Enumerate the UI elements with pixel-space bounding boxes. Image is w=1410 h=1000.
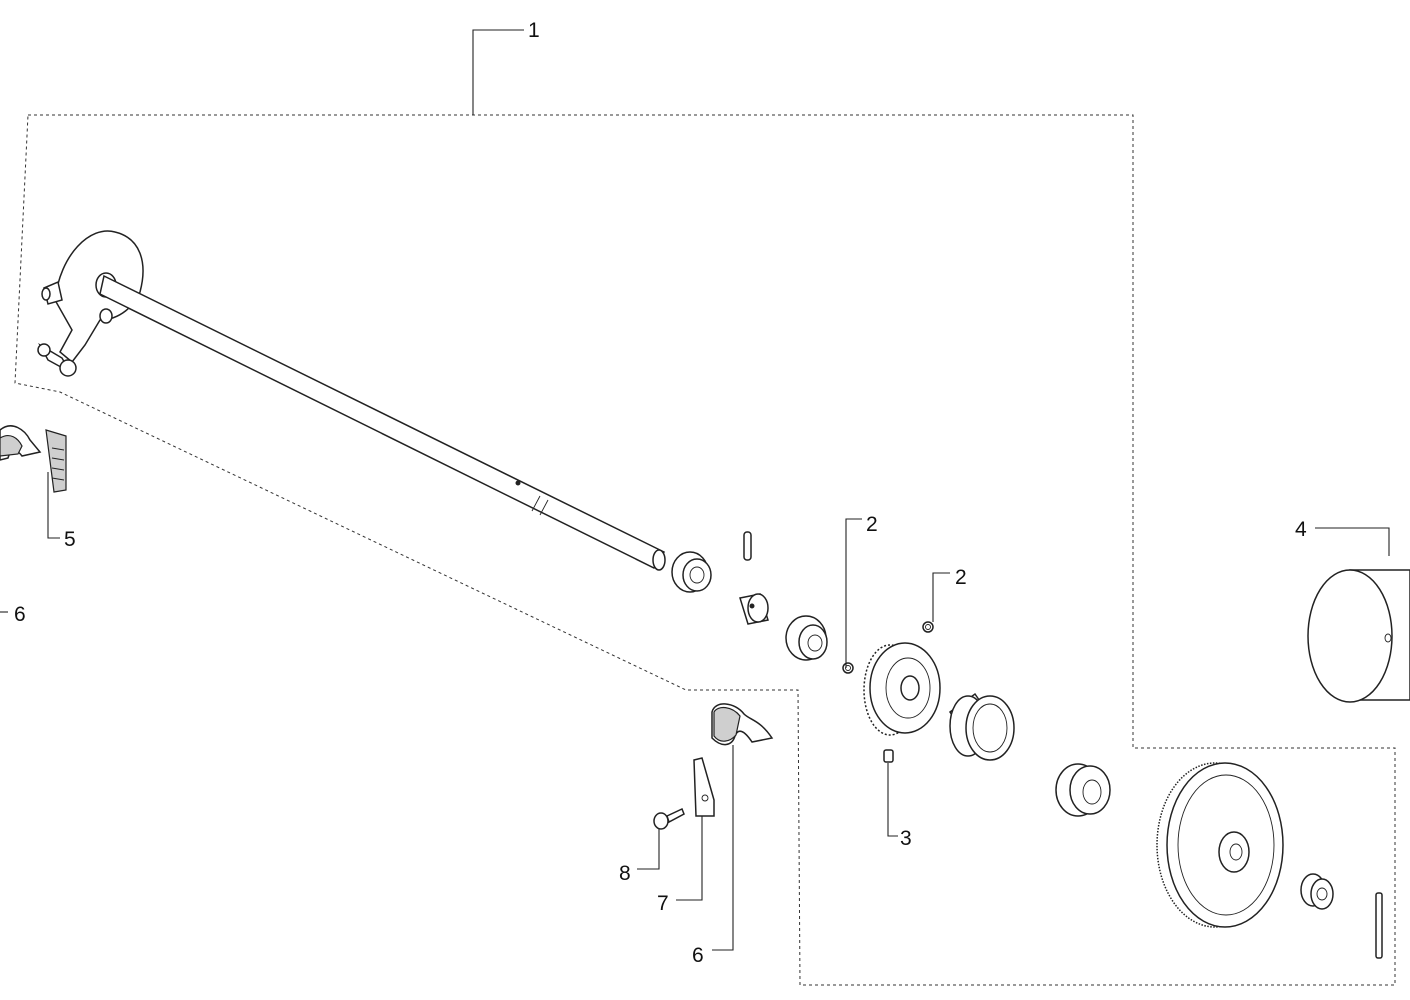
set-screw-3	[883, 749, 894, 763]
leader-4	[1315, 527, 1390, 556]
plate-partial	[45, 429, 67, 493]
callout-7: 7	[657, 892, 669, 915]
threaded-sleeve	[948, 692, 1015, 761]
shaft-bushing	[671, 551, 712, 593]
screw-8	[653, 807, 685, 830]
callout-2a: 2	[866, 513, 878, 536]
plate-7	[693, 757, 715, 817]
set-screw-2b	[922, 621, 934, 633]
handwheel	[1156, 762, 1284, 928]
callout-6: 6	[692, 944, 704, 967]
clip-bracket-6	[711, 703, 774, 746]
callout-2b: 2	[955, 566, 967, 589]
collar	[739, 593, 769, 625]
callout-8: 8	[619, 862, 631, 885]
toothed-pulley	[863, 642, 941, 736]
small-nut	[1300, 873, 1334, 910]
leader-5	[47, 472, 60, 539]
leader-3	[887, 763, 898, 837]
cover-cap	[1307, 569, 1410, 703]
clip-bracket-partial	[0, 425, 42, 461]
callout-6-left: 6	[14, 603, 26, 626]
leader-2b	[932, 572, 950, 622]
callout-1: 1	[528, 19, 540, 42]
dowel-pin	[743, 531, 752, 561]
assembly-boundary	[14, 114, 1396, 986]
leader-2a	[845, 518, 862, 668]
hub	[1055, 763, 1111, 817]
callout-5: 5	[64, 528, 76, 551]
leader-8	[637, 829, 660, 870]
callout-4: 4	[1295, 518, 1307, 541]
leader-6	[712, 745, 734, 951]
bearing	[785, 615, 828, 661]
leader-1	[472, 29, 524, 115]
thin-pin	[1375, 892, 1383, 959]
main-shaft	[99, 274, 666, 571]
leader-7	[676, 816, 703, 901]
set-screw-2a	[842, 662, 854, 674]
callout-3: 3	[900, 827, 912, 850]
